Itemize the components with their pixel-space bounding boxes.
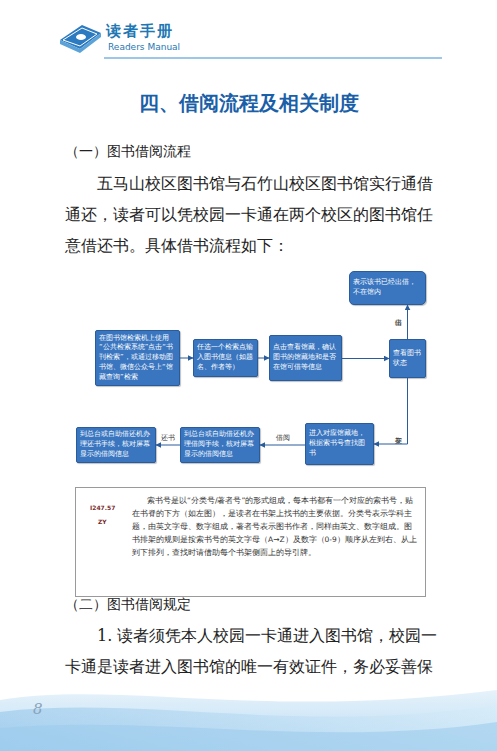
book-icon-edge — [60, 33, 101, 53]
process-box: 在图书馆检索机上使用“公共检索系统”点击“书刊检索”，或通过移动图书馆、微信公众… — [95, 330, 180, 386]
flow-arrow — [342, 358, 389, 359]
header-rule — [104, 58, 442, 59]
header-logo — [60, 25, 101, 53]
node-text: 表示该书已经出借，不在馆内 — [353, 278, 422, 298]
node-text: 在图书馆检索机上使用“公共检索系统”点击“书刊检索”，或通过移动图书馆、微信公众… — [99, 334, 176, 383]
section-heading: （二）图书借阅规定 — [65, 596, 191, 614]
node-text: 到总台或自助借还机办理借阅手续，核对屏幕显示的借阅信息 — [184, 430, 256, 459]
wave-band — [0, 705, 497, 751]
call-number: I247.57 — [90, 504, 115, 511]
node-text: 到总台或自助借还机办理还书手续，核对屏幕显示的借阅信息 — [80, 430, 152, 459]
header-title: 读者手册 — [106, 22, 174, 41]
flow-arrow — [156, 445, 180, 446]
page-title: 四、借阅流程及相关制度 — [0, 90, 497, 117]
body-paragraph: 五马山校区图书馆与石竹山校区图书馆实行通借通还，读者可以凭校园一卡通在两个校区的… — [65, 168, 443, 261]
process-box: 表示该书已经出借，不在馆内 — [349, 271, 426, 305]
book-icon-mark — [76, 34, 86, 40]
footer-wave — [0, 690, 497, 751]
edge-label: 还书 — [161, 434, 175, 442]
process-box: 查看图书状态 — [389, 339, 426, 378]
node-text: 点击查看馆藏，确认图书的馆藏地和是否在馆可借等信息 — [273, 343, 338, 372]
flow-arrow — [258, 358, 269, 359]
process-box: 到总台或自助借还机办理借阅手续，核对屏幕显示的借阅信息 — [180, 427, 260, 463]
process-box: 到总台或自助借还机办理还书手续，核对屏幕显示的借阅信息 — [76, 427, 156, 463]
flow-arrow — [180, 358, 193, 359]
node-text: 进入对应馆藏地，根据索书号查找图书 — [309, 429, 370, 458]
flow-arrow — [374, 378, 408, 444]
page-number: 8 — [33, 700, 43, 718]
note-box: 索书号是以“分类号/著者号”的形式组成，每本书都有一个对应的索书号，贴在书脊的下… — [75, 487, 426, 597]
process-box: 进入对应馆藏地，根据索书号查找图书 — [305, 423, 374, 465]
section-heading: （一）图书借阅流程 — [65, 143, 191, 161]
body-paragraph: 1. 读者须凭本人校园一卡通进入图书馆，校园一卡通是读者进入图书馆的唯一有效证件… — [65, 620, 443, 682]
node-text: 索书号是以“分类号/著者号”的形式组成，每本书都有一个对应的索书号，贴在书脊的下… — [132, 494, 417, 559]
header-subtitle: Readers Manual — [108, 42, 180, 52]
call-number: ZY — [98, 518, 107, 525]
edge-label: 借阅 — [276, 434, 290, 442]
flow-arrow — [407, 305, 408, 339]
wave-band — [0, 722, 497, 751]
process-box: 任选一个检索点输入图书信息（如题名、作者等） — [193, 339, 258, 377]
node-text: 查看图书状态 — [393, 349, 422, 369]
process-box: 点击查看馆藏，确认图书的馆藏地和是否在馆可借等信息 — [269, 335, 342, 381]
node-text: 任选一个检索点输入图书信息（如题名、作者等） — [197, 343, 254, 372]
wave-band — [0, 690, 497, 751]
flow-arrow — [260, 445, 305, 446]
